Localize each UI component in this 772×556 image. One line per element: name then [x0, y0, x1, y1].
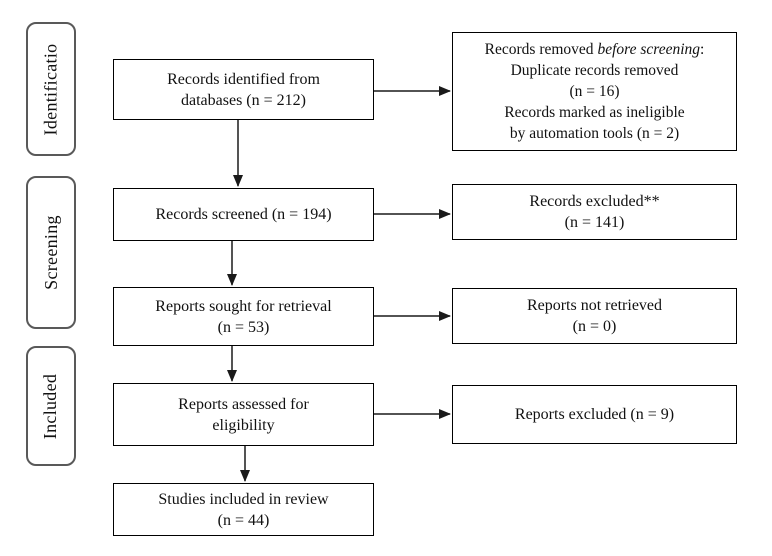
- text-line: (n = 0): [572, 318, 617, 335]
- text-line: Records identified from: [167, 70, 320, 88]
- stage-screening: Screening: [26, 176, 76, 329]
- stage-identification-label: Identificatio: [40, 43, 61, 135]
- box-reports-assessed: Reports assessed for eligibility: [113, 383, 374, 446]
- box-records-identified: Records identified from databases (n = 2…: [113, 59, 374, 120]
- text-line: Records removed before screening:: [459, 39, 730, 60]
- text-line: Records marked as ineligible: [504, 104, 685, 121]
- stage-included: Included: [26, 346, 76, 466]
- removed-title-suffix: :: [700, 41, 705, 58]
- text-line: (n = 44): [217, 511, 270, 529]
- stage-identification: Identificatio: [26, 22, 76, 156]
- text-line: (n = 53): [217, 318, 270, 336]
- text-line: Studies included in review: [158, 490, 329, 508]
- text-line: Records excluded**: [529, 193, 660, 210]
- text-line: Records screened (n = 194): [155, 206, 332, 223]
- text-line: Reports excluded (n = 9): [514, 406, 675, 423]
- stage-included-label: Included: [40, 373, 61, 439]
- text-line: Duplicate records removed: [510, 62, 679, 79]
- box-records-excluded: Records excluded** (n = 141): [452, 184, 737, 240]
- box-studies-included: Studies included in review (n = 44): [113, 483, 374, 536]
- text-line: (n = 16): [569, 83, 620, 100]
- text-line: databases (n = 212): [181, 91, 306, 109]
- box-records-removed: Records removed before screening: Duplic…: [452, 32, 737, 151]
- box-reports-sought: Reports sought for retrieval (n = 53): [113, 287, 374, 346]
- text-line: by automation tools (n = 2): [509, 125, 680, 142]
- removed-title-prefix: Records removed: [484, 41, 598, 58]
- text-line: (n = 141): [564, 214, 625, 231]
- text-line: Reports not retrieved: [526, 297, 663, 314]
- box-records-screened: Records screened (n = 194): [113, 188, 374, 241]
- text-line: Reports sought for retrieval: [155, 297, 332, 315]
- text-line: eligibility: [212, 416, 275, 434]
- stage-screening-label: Screening: [40, 215, 61, 290]
- box-reports-not-retrieved: Reports not retrieved (n = 0): [452, 288, 737, 344]
- removed-title-italic: before screening: [597, 41, 701, 58]
- text-line: Reports assessed for: [178, 395, 309, 413]
- box-reports-excluded: Reports excluded (n = 9): [452, 385, 737, 444]
